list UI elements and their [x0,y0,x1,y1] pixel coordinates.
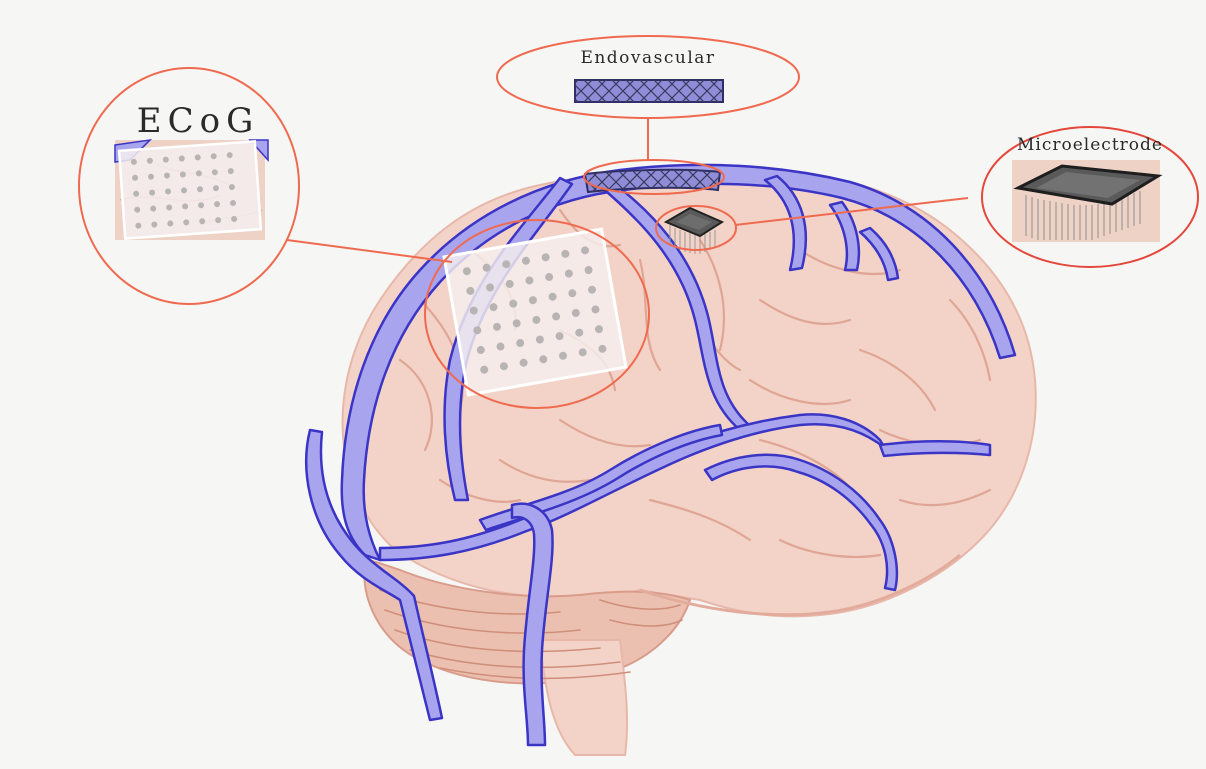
microelectrode-callout: Microelectrode [982,127,1198,267]
endovascular-label: Endovascular [580,48,715,68]
ecog-grid-icon [444,229,626,395]
vein-of-labbe [880,441,990,456]
brainstem [540,640,627,755]
ecog-callout: ECoG [79,68,299,304]
endovascular-callout: Endovascular [497,36,799,118]
ecog-label: ECoG [137,101,259,141]
microelectrode-label: Microelectrode [1017,135,1163,155]
